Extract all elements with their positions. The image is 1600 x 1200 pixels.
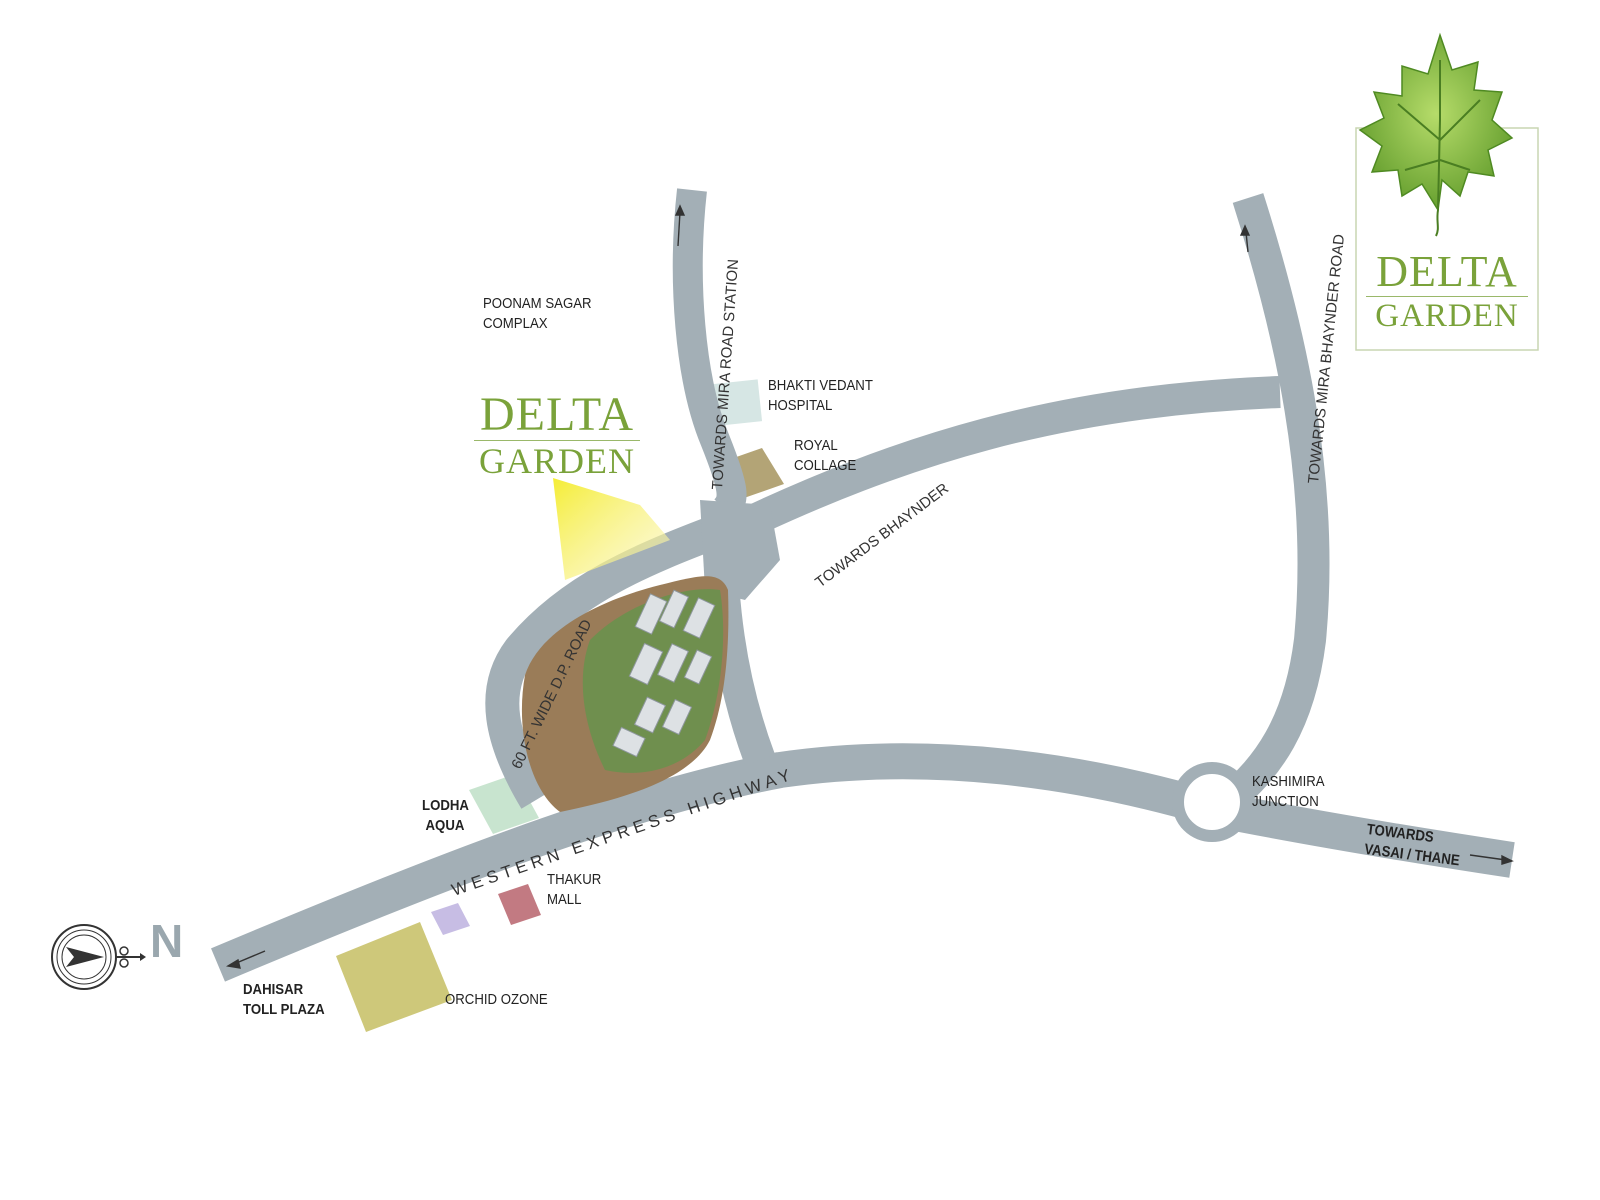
mira-road-station-road: [672, 188, 747, 521]
western-express-highway: [211, 743, 1515, 982]
road-direction-arrow-icon: [226, 204, 1514, 969]
compass-rose-icon: [51, 924, 146, 990]
kashimira-roundabout: [1172, 762, 1252, 842]
highlight-beam: [553, 478, 670, 580]
orchid-ozone-label: ORCHID OZONE: [445, 991, 548, 1008]
grape-leaf-icon: [1355, 32, 1539, 351]
mira-bhaynder-road: [1208, 193, 1330, 821]
orchid-ozone-block: [336, 922, 452, 1032]
delta-garden-map-brand: DELTA GARDEN: [474, 391, 640, 479]
bhaynder-road: [726, 376, 1281, 545]
mira-road-station-label: TOWARDS MIRA ROAD STATION: [709, 259, 742, 491]
mira-bhaynder-road-label: TOWARDS MIRA BHAYNDER ROAD: [1305, 233, 1348, 484]
road-junction: [700, 500, 780, 600]
delta-garden-logo-text: DELTA GARDEN: [1366, 250, 1528, 333]
project-site-vegetation: [582, 589, 724, 773]
thakur-mall-block: [498, 884, 541, 925]
purple-block: [431, 903, 470, 935]
dp-road: [485, 514, 726, 809]
road-network: [211, 188, 1515, 982]
project-site-buildings: [612, 589, 716, 758]
compass-north-label: N: [150, 915, 184, 967]
